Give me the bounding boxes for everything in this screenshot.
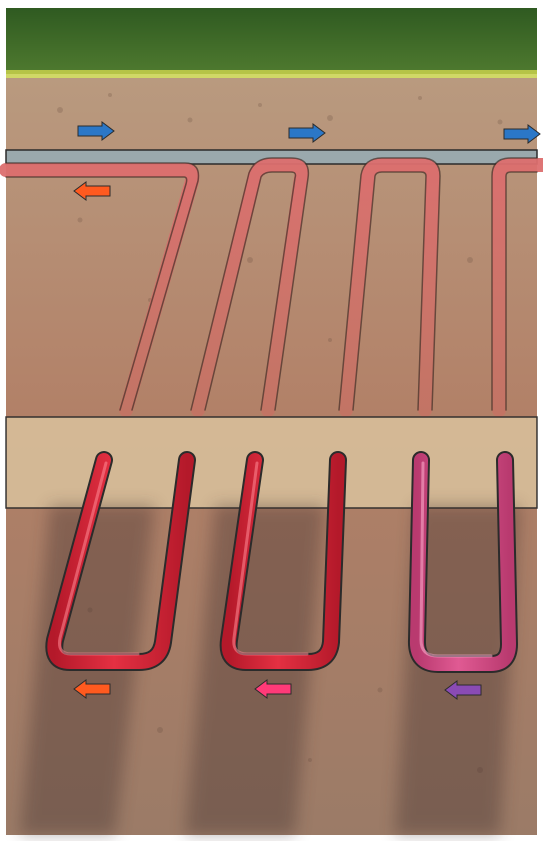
- grass-band: [6, 8, 537, 74]
- grass-edge: [6, 70, 537, 78]
